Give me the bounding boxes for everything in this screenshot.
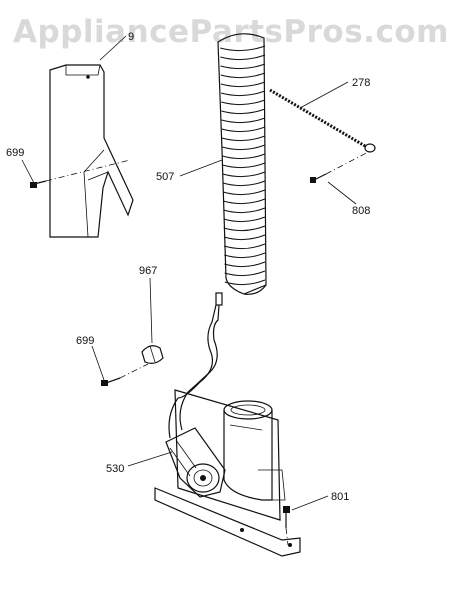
duct-rib xyxy=(224,279,266,286)
screw-bottom-part xyxy=(283,506,290,546)
callout-clip: 967 xyxy=(139,265,157,277)
clip-part xyxy=(141,345,164,364)
duct-rib xyxy=(222,171,266,178)
screw-upper-part xyxy=(30,159,131,188)
duct-rib xyxy=(224,252,266,259)
duct-rib xyxy=(220,54,266,61)
duct-rib xyxy=(223,225,266,232)
screw-right-part xyxy=(310,149,373,183)
duct-rib xyxy=(220,45,266,52)
duct-rib xyxy=(222,189,266,196)
duct-rib xyxy=(224,261,266,268)
blower-part xyxy=(154,389,301,557)
duct-rib xyxy=(222,153,266,160)
duct-rib xyxy=(224,270,266,277)
duct-rib xyxy=(221,126,266,133)
callout-screw-lower: 699 xyxy=(76,335,94,347)
duct-rib xyxy=(221,135,266,142)
watermark: AppliancePartsPros.com xyxy=(13,14,449,50)
wire-harness-part xyxy=(177,292,223,399)
callout-blower: 530 xyxy=(106,463,124,475)
duct-rib xyxy=(221,99,266,106)
leader-lines xyxy=(21,35,357,511)
callout-duct: 507 xyxy=(156,171,174,183)
duct-rib xyxy=(223,243,266,250)
duct-rib xyxy=(222,162,266,169)
duct-rib xyxy=(220,72,266,79)
duct-rib xyxy=(223,216,266,223)
callout-bracket: 9 xyxy=(128,31,134,43)
callout-screw-upper: 699 xyxy=(6,147,24,159)
duct-rib xyxy=(221,117,266,124)
duct-rib xyxy=(222,180,266,187)
bracket-part xyxy=(49,64,134,238)
duct-rib xyxy=(220,90,266,97)
duct-rib xyxy=(222,144,266,151)
duct-rib xyxy=(220,63,266,70)
duct-rib xyxy=(223,198,266,205)
tie-part xyxy=(269,88,376,153)
duct-part xyxy=(217,33,267,295)
duct-rib xyxy=(223,234,266,241)
callout-screw-bottom: 801 xyxy=(331,491,349,503)
duct-rib xyxy=(221,108,266,115)
duct-rib xyxy=(220,81,266,88)
screw-lower-part xyxy=(101,363,149,386)
callout-screw-right: 808 xyxy=(352,205,370,217)
duct-rib xyxy=(223,207,266,214)
callout-tie: 278 xyxy=(352,77,370,89)
